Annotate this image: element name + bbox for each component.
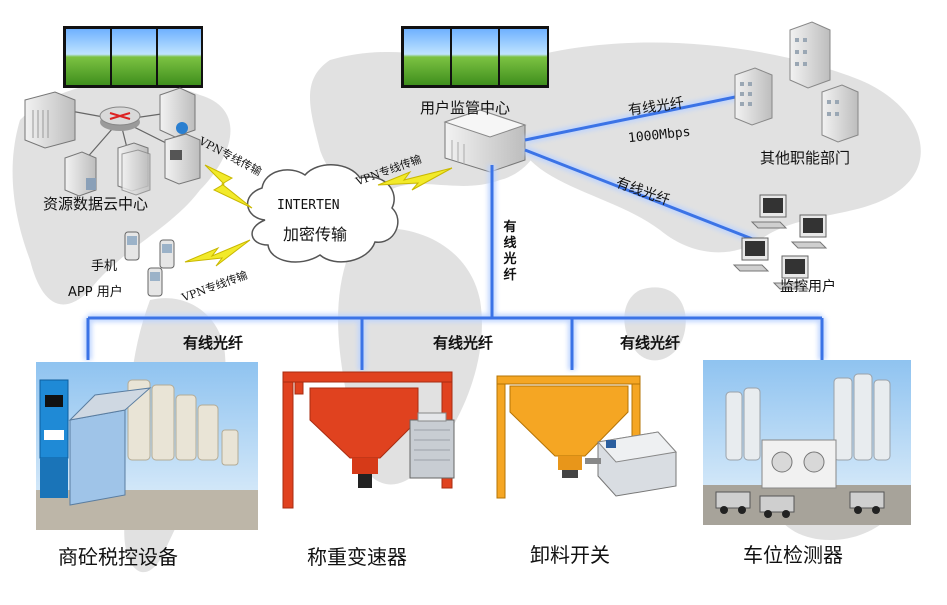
vpn-bolt-mobile: [185, 240, 250, 266]
router-icon: [100, 107, 140, 131]
mobile-phone-icon: [125, 232, 174, 296]
cloud-center-label: 资源数据云中心: [43, 193, 148, 214]
sensor-box: [410, 413, 454, 478]
app-user-label: APP 用户: [68, 281, 123, 300]
mobile-label: 手机: [91, 255, 117, 274]
device-caption-weighing: 称重变速器: [307, 541, 407, 570]
server-icon: [65, 152, 96, 196]
bus-fiber-label-2: 有线光纤: [433, 332, 493, 353]
departments-label: 其他职能部门: [760, 147, 850, 168]
server-icon: [165, 134, 200, 184]
monitoring-users-label: 监控用户: [780, 276, 836, 296]
device-caption-tax-control: 商砼税控设备: [58, 541, 178, 570]
monitoring-center-label: 用户监管中心: [420, 97, 510, 118]
server-icon: [160, 88, 195, 137]
video-wall-right: [401, 26, 549, 88]
video-wall-left: [63, 26, 203, 88]
device-caption-discharge: 卸料开关: [530, 539, 610, 568]
vertical-fiber-label: 有线光纤: [502, 220, 518, 284]
concrete-plant-kiosk-icon: [36, 362, 258, 530]
discharge-hopper-icon: [497, 376, 676, 498]
bus-fiber-label-3: 有线光纤: [620, 332, 680, 353]
server-icon: [25, 92, 75, 148]
bus-fiber-label-1: 有线光纤: [183, 332, 243, 353]
encrypted-transfer-label: 加密传输: [283, 221, 347, 245]
mixing-plant-icon: [703, 360, 911, 525]
sensor-box: [585, 432, 676, 496]
server-icon: [118, 143, 150, 195]
device-caption-parking: 车位检测器: [743, 539, 843, 568]
internet-label: INTERTEN: [277, 198, 340, 213]
